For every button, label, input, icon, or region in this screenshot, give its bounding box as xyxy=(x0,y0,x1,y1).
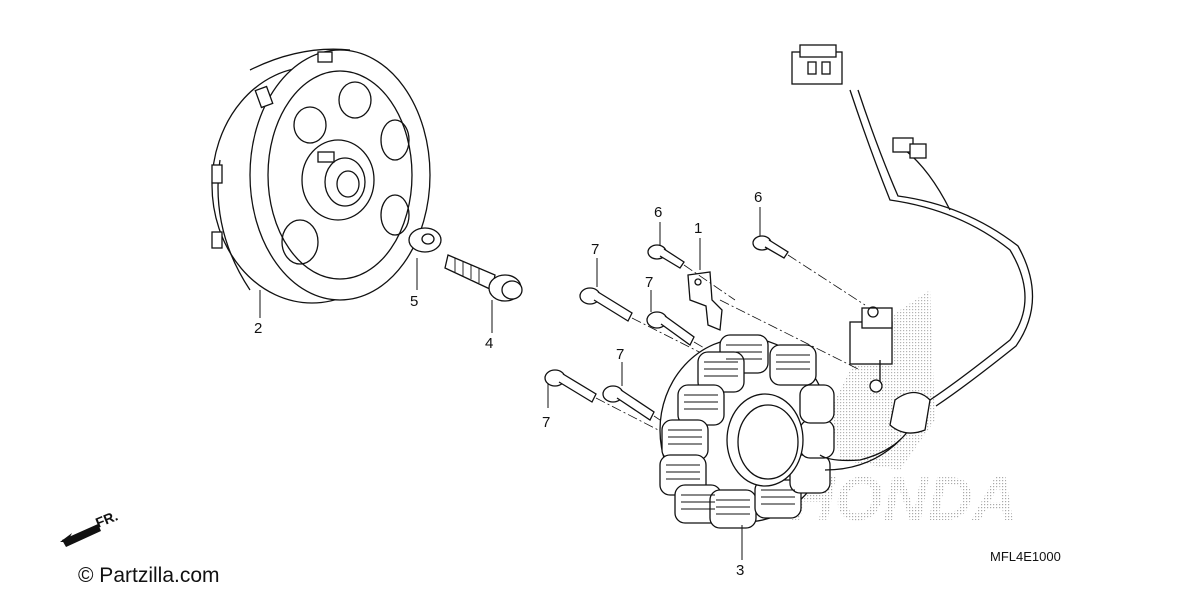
copyright-notice: © Partzilla.com xyxy=(78,564,220,587)
bolts-seven xyxy=(544,287,695,421)
callout-6-left[interactable]: 6 xyxy=(654,204,662,221)
stator-drawing xyxy=(659,334,835,529)
callout-3[interactable]: 3 xyxy=(736,562,744,579)
leader-lines xyxy=(259,207,761,560)
callout-labels: 1 2 3 4 5 6 6 7 7 7 7 xyxy=(254,189,762,579)
flywheel-drawing xyxy=(211,48,431,304)
callout-5[interactable]: 5 xyxy=(410,293,418,310)
callout-6-right[interactable]: 6 xyxy=(754,189,762,206)
callout-2[interactable]: 2 xyxy=(254,320,262,337)
wire-harness-drawing xyxy=(791,44,1034,471)
diagram-code: MFL4E1000 xyxy=(990,549,1061,564)
callout-7-lower-mid[interactable]: 7 xyxy=(616,346,624,363)
connector-icon xyxy=(791,44,843,85)
bolts-six xyxy=(647,235,789,269)
pulse-sensor-icon xyxy=(849,306,893,393)
flange-bolt-drawing xyxy=(444,254,523,302)
front-marker: FR. xyxy=(60,507,120,547)
callout-7-lower-left[interactable]: 7 xyxy=(542,414,550,431)
callout-1[interactable]: 1 xyxy=(694,220,702,237)
front-label: FR. xyxy=(93,507,120,530)
washer-drawing xyxy=(408,227,442,253)
bracket-drawing xyxy=(687,271,723,331)
callout-7-upper-mid[interactable]: 7 xyxy=(645,274,653,291)
callout-4[interactable]: 4 xyxy=(485,335,493,352)
small-terminal-icon xyxy=(892,137,927,159)
front-arrow-icon xyxy=(60,524,101,547)
callout-7-upper-left[interactable]: 7 xyxy=(591,241,599,258)
